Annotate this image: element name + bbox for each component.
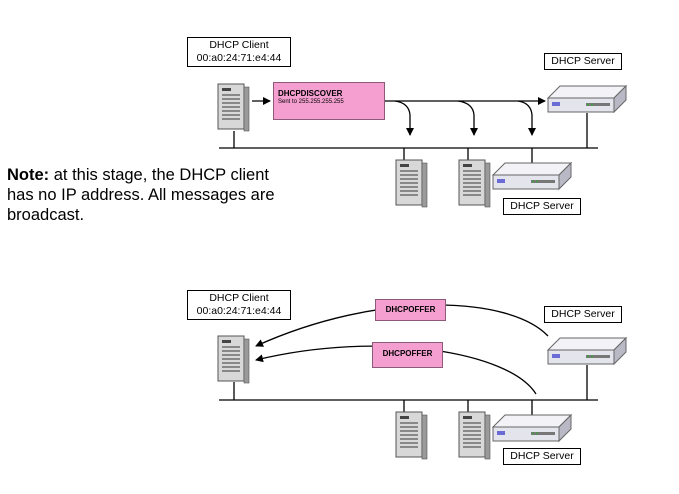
top-message-subtitle: Sent to 255.255.255.255: [278, 99, 344, 105]
bottom-client-computer-icon: [217, 335, 250, 384]
top-server-router-icon: [547, 85, 627, 113]
bottom-dhcpoffer-message-2: DHCPOFFER: [372, 342, 443, 368]
top-client-label: DHCP Client 00:a0:24:71:e4:44: [187, 37, 291, 67]
bottom-client-name: DHCP Client: [209, 292, 269, 304]
bottom-server2-router-icon: [492, 414, 572, 442]
bottom-host-computer-icon-1: [395, 411, 428, 460]
top-drop-arrow-1: [394, 100, 414, 136]
bottom-server-router-icon: [547, 337, 627, 365]
top-client-mac: 00:a0:24:71:e4:44: [196, 52, 282, 64]
top-host-computer-icon-2: [458, 159, 491, 208]
top-server2-router-icon: [492, 162, 572, 190]
bottom-offer1-title: DHCPOFFER: [385, 305, 436, 314]
top-drop-arrow-3: [517, 100, 536, 136]
bottom-host-computer-icon-2: [458, 411, 491, 460]
bottom-dhcpoffer-message-1: DHCPOFFER: [375, 299, 446, 321]
note-lead: Note:: [7, 166, 50, 184]
bottom-client-mac: 00:a0:24:71:e4:44: [196, 305, 282, 317]
top-server-label: DHCP Server: [544, 53, 622, 70]
bottom-server-label: DHCP Server: [544, 306, 622, 323]
top-server2-label: DHCP Server: [503, 198, 581, 215]
top-host-computer-icon-1: [395, 159, 428, 208]
bottom-client-label: DHCP Client 00:a0:24:71:e4:44: [187, 290, 291, 320]
bottom-server2-label: DHCP Server: [503, 448, 581, 465]
top-dhcpdiscover-message: DHCPDISCOVER Sent to 255.255.255.255: [273, 82, 385, 120]
top-client-computer-icon: [217, 83, 250, 132]
bottom-offer2-title: DHCPOFFER: [382, 349, 433, 358]
top-client-name: DHCP Client: [209, 39, 269, 51]
note-body: at this stage, the DHCP client has no IP…: [7, 166, 275, 224]
note-text: Note: at this stage, the DHCP client has…: [7, 165, 277, 225]
top-drop-arrow-2: [457, 100, 478, 136]
top-message-title: DHCPDISCOVER: [278, 89, 343, 98]
